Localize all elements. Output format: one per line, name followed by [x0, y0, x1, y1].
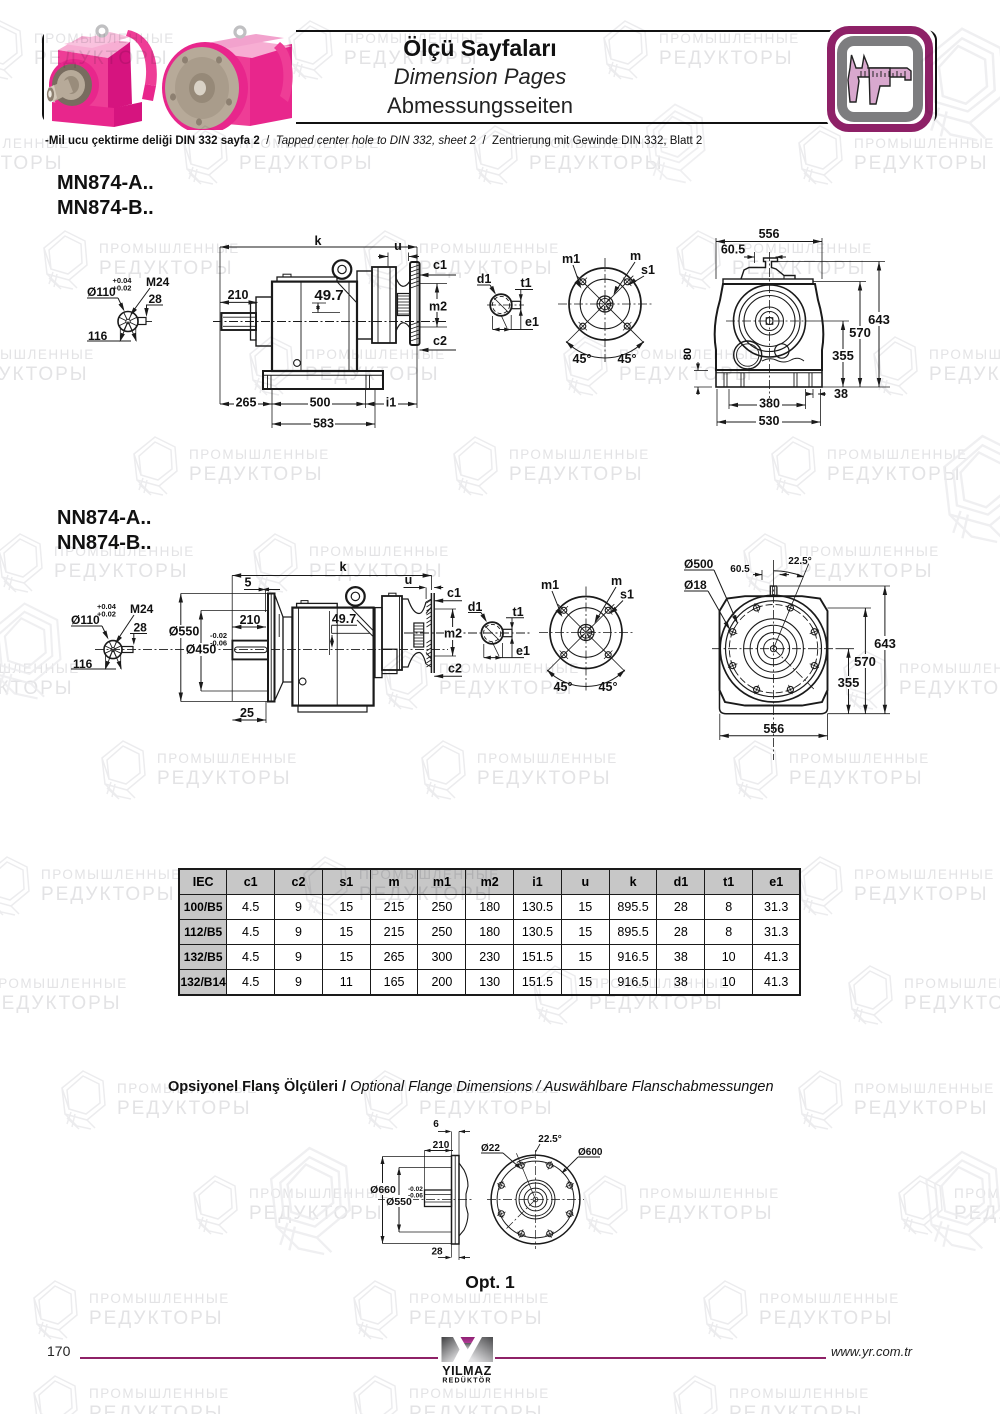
svg-text:49.7: 49.7 [332, 612, 356, 626]
svg-text:500: 500 [310, 396, 331, 410]
svg-text:d1: d1 [477, 272, 492, 286]
svg-text:Ø110: Ø110 [87, 285, 116, 299]
svg-text:m1: m1 [562, 252, 580, 266]
svg-text:116: 116 [88, 329, 108, 343]
svg-text:60.5: 60.5 [721, 243, 745, 257]
svg-text:28: 28 [149, 292, 163, 306]
svg-text:d1: d1 [468, 600, 483, 614]
svg-text:22.5°: 22.5° [788, 556, 811, 567]
svg-text:Ø110: Ø110 [71, 613, 100, 627]
svg-text:49.7: 49.7 [314, 287, 343, 304]
svg-text:Ø18: Ø18 [684, 578, 707, 592]
svg-text:556: 556 [759, 227, 780, 241]
svg-text:28: 28 [134, 621, 148, 635]
svg-text:28: 28 [431, 1247, 443, 1258]
svg-text:583: 583 [313, 417, 334, 431]
svg-text:355: 355 [838, 675, 860, 690]
svg-text:643: 643 [874, 636, 896, 651]
svg-text:210: 210 [240, 613, 261, 627]
svg-text:Ø550: Ø550 [386, 1196, 412, 1208]
svg-text:570: 570 [854, 654, 876, 669]
svg-text:k: k [315, 234, 322, 248]
svg-text:Ø22: Ø22 [481, 1143, 500, 1154]
svg-text:Ø550: Ø550 [169, 625, 200, 639]
svg-text:45°: 45° [554, 680, 573, 694]
svg-text:570: 570 [849, 325, 871, 340]
svg-text:45°: 45° [573, 352, 592, 366]
svg-text:k: k [340, 560, 347, 574]
svg-text:e1: e1 [516, 644, 530, 658]
svg-text:+0.02: +0.02 [113, 284, 132, 293]
svg-text:c1: c1 [433, 258, 447, 272]
svg-text:60.5: 60.5 [730, 564, 750, 575]
svg-text:Ø660: Ø660 [370, 1184, 396, 1196]
svg-text:80: 80 [682, 348, 694, 360]
svg-text:i1: i1 [386, 396, 396, 410]
svg-text:45°: 45° [618, 352, 637, 366]
svg-text:380: 380 [759, 397, 780, 411]
svg-text:m2: m2 [444, 627, 462, 641]
svg-text:Ø450: Ø450 [186, 643, 217, 657]
svg-text:u: u [405, 573, 413, 587]
svg-text:-0.02: -0.02 [408, 1186, 423, 1193]
svg-text:s1: s1 [620, 588, 634, 602]
svg-text:Ø500: Ø500 [684, 557, 714, 571]
svg-text:Ø600: Ø600 [578, 1147, 603, 1158]
svg-text:5: 5 [245, 576, 252, 590]
svg-text:-0.06: -0.06 [408, 1193, 423, 1200]
svg-text:38: 38 [834, 387, 848, 401]
svg-text:+0.02: +0.02 [97, 610, 116, 619]
svg-text:355: 355 [832, 348, 854, 363]
svg-text:530: 530 [759, 414, 780, 428]
svg-text:t1: t1 [512, 605, 523, 619]
svg-text:556: 556 [763, 722, 784, 736]
svg-text:c2: c2 [448, 662, 462, 676]
svg-text:+0.04: +0.04 [97, 602, 117, 611]
svg-text:c1: c1 [447, 586, 461, 600]
svg-text:210: 210 [228, 288, 249, 302]
svg-text:u: u [394, 239, 402, 253]
svg-text:M24: M24 [146, 275, 170, 289]
svg-text:e1: e1 [525, 315, 539, 329]
svg-text:22.5°: 22.5° [538, 1134, 561, 1145]
svg-text:210: 210 [433, 1140, 450, 1151]
svg-text:265: 265 [236, 396, 257, 410]
svg-text:m2: m2 [429, 300, 447, 314]
svg-text:m: m [630, 249, 641, 263]
svg-text:-0.02: -0.02 [210, 631, 227, 640]
svg-text:45°: 45° [599, 680, 618, 694]
svg-text:s1: s1 [641, 263, 655, 277]
svg-text:6: 6 [433, 1119, 439, 1130]
svg-text:643: 643 [868, 312, 890, 327]
svg-text:M24: M24 [130, 602, 154, 616]
svg-text:m1: m1 [541, 578, 559, 592]
svg-text:YILMAZ: YILMAZ [442, 1364, 492, 1378]
svg-text:+0.04: +0.04 [113, 276, 133, 285]
svg-text:m: m [611, 574, 622, 588]
svg-text:REDÜKTÖR: REDÜKTÖR [442, 1376, 491, 1384]
svg-text:116: 116 [73, 657, 93, 671]
svg-text:c2: c2 [433, 334, 447, 348]
svg-text:25: 25 [240, 706, 254, 720]
svg-text:t1: t1 [520, 276, 531, 290]
svg-text:-0.06: -0.06 [210, 639, 227, 648]
